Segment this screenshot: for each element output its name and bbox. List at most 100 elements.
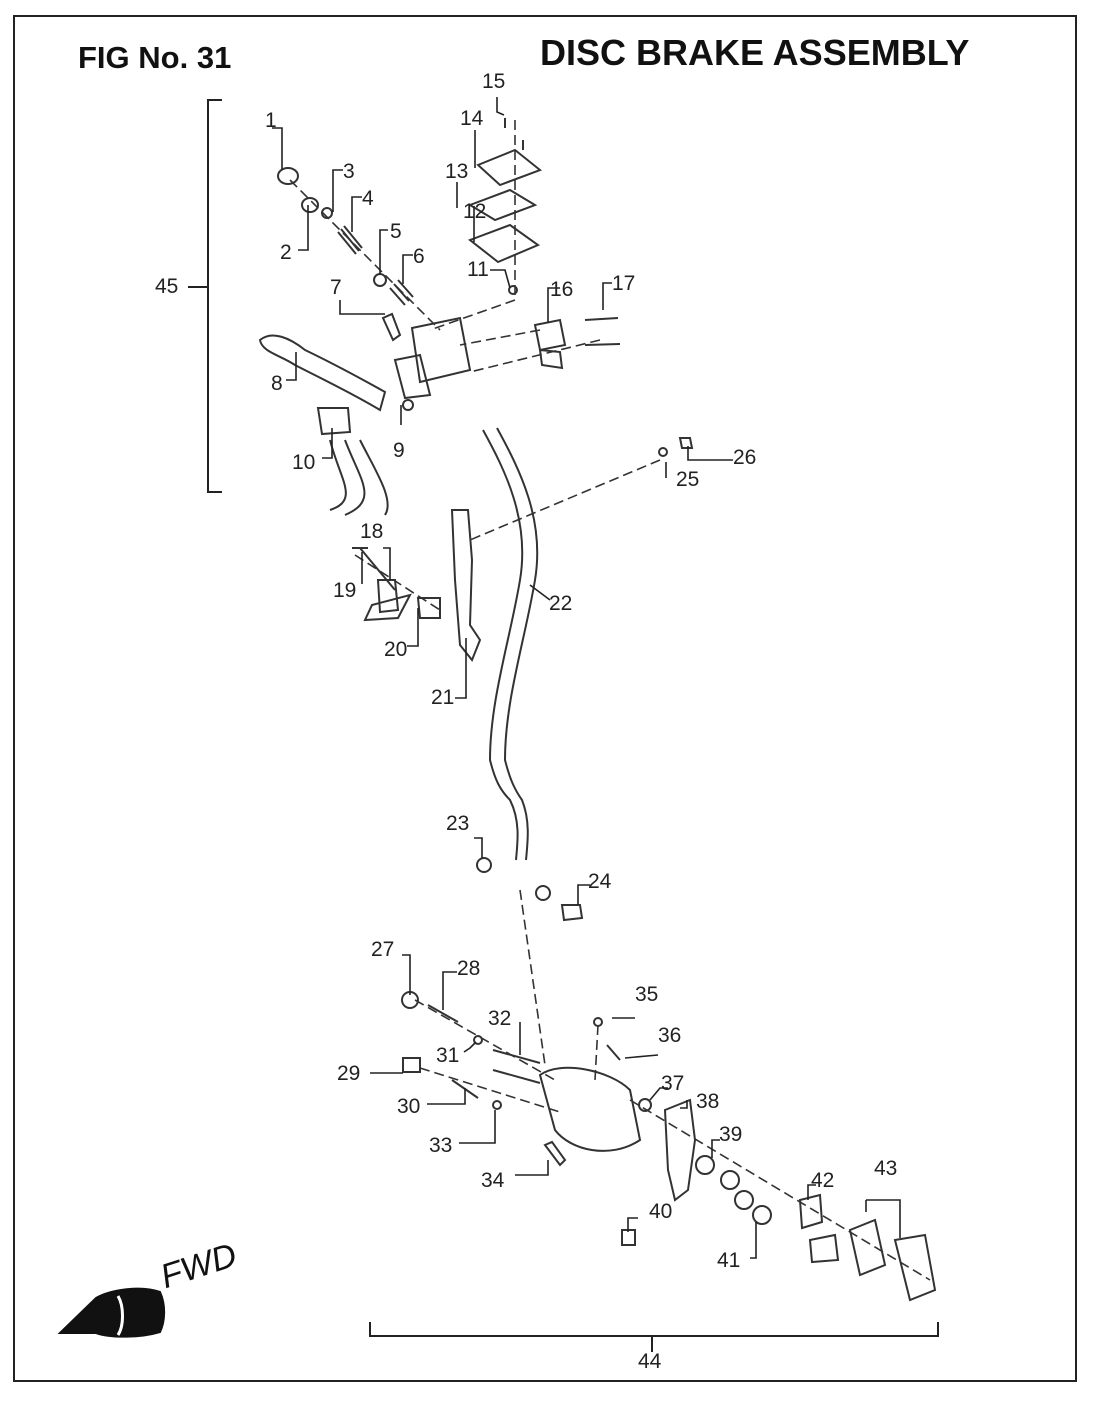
part-22-hose-right bbox=[496, 427, 539, 861]
callout-11: 11 bbox=[467, 258, 489, 281]
callout-16: 16 bbox=[550, 278, 573, 301]
part-19-bolt bbox=[352, 547, 396, 591]
part-9-shape bbox=[402, 399, 414, 411]
callout-26: 26 bbox=[733, 446, 756, 469]
part-41-seal bbox=[752, 1205, 772, 1225]
part-32-pins bbox=[492, 1049, 541, 1084]
callout-35: 35 bbox=[635, 983, 658, 1006]
assembly-lines bbox=[289, 120, 931, 1281]
part-42-pistons bbox=[798, 1193, 840, 1264]
callout-2: 2 bbox=[280, 241, 292, 264]
callout-15: 15 bbox=[482, 70, 505, 93]
assembly-brackets bbox=[188, 99, 939, 1352]
part-3-shape bbox=[321, 207, 333, 219]
callout-43: 43 bbox=[874, 1157, 897, 1180]
callout-3: 3 bbox=[343, 160, 355, 183]
callout-19: 19 bbox=[333, 579, 356, 602]
callout-34: 34 bbox=[481, 1169, 505, 1192]
callout-30: 30 bbox=[397, 1095, 420, 1118]
part-13-plate bbox=[467, 188, 538, 222]
callout-20: 20 bbox=[384, 638, 407, 661]
part-29-bleeder bbox=[402, 1057, 421, 1073]
callout-28: 28 bbox=[457, 957, 480, 980]
part-6-spring bbox=[389, 279, 414, 306]
callout-33: 33 bbox=[429, 1134, 452, 1157]
part-16-clamp bbox=[533, 318, 567, 370]
callout-5: 5 bbox=[390, 220, 402, 243]
diagram-title: DISC BRAKE ASSEMBLY bbox=[540, 32, 970, 73]
callout-38: 38 bbox=[696, 1090, 719, 1113]
callout-24: 24 bbox=[588, 870, 612, 893]
part-22-hose-left bbox=[482, 429, 524, 861]
callout-37: 37 bbox=[661, 1072, 684, 1095]
part-43-pads bbox=[848, 1218, 937, 1302]
part-10-switch bbox=[316, 407, 352, 436]
part-31-washer bbox=[473, 1035, 483, 1045]
part-38-bracket bbox=[663, 1098, 697, 1202]
callout-12: 12 bbox=[463, 200, 486, 223]
part-34-shape bbox=[543, 1140, 567, 1167]
part-12-diaphragm bbox=[467, 223, 541, 264]
callout-17: 17 bbox=[612, 272, 635, 295]
callout-45: 45 bbox=[155, 275, 178, 298]
callout-6: 6 bbox=[413, 245, 425, 268]
fwd-arrow-icon bbox=[57, 1287, 166, 1338]
callout-39: 39 bbox=[719, 1123, 742, 1146]
part-37-shape bbox=[638, 1098, 652, 1112]
part-28-pin bbox=[427, 1004, 459, 1023]
callout-23: 23 bbox=[446, 812, 469, 835]
part-7-shape bbox=[381, 312, 402, 342]
part-21-bracket bbox=[450, 509, 482, 662]
part-15-screws bbox=[504, 118, 524, 150]
callout-8: 8 bbox=[271, 372, 283, 395]
part-8-lever bbox=[258, 334, 387, 412]
callout-4: 4 bbox=[362, 187, 374, 210]
part-5-shape bbox=[373, 273, 387, 287]
leader-lines bbox=[272, 97, 901, 1259]
bracket-44 bbox=[369, 1322, 939, 1337]
part-36-spring bbox=[606, 1044, 621, 1061]
callout-9: 9 bbox=[393, 439, 405, 462]
callout-22: 22 bbox=[549, 592, 572, 615]
part-1-shape bbox=[277, 167, 299, 185]
callout-18: 18 bbox=[360, 520, 383, 543]
master-cylinder-body bbox=[393, 316, 472, 400]
callout-44: 44 bbox=[638, 1350, 662, 1373]
callout-10: 10 bbox=[292, 451, 315, 474]
part-40-pin bbox=[621, 1229, 636, 1246]
callout-25: 25 bbox=[676, 468, 699, 491]
part-23-washer-b bbox=[535, 885, 551, 901]
bracket-45 bbox=[207, 99, 222, 493]
part-18-shape bbox=[376, 579, 400, 614]
part-25-washer bbox=[658, 447, 668, 457]
callout-36: 36 bbox=[658, 1024, 681, 1047]
callout-32: 32 bbox=[488, 1007, 511, 1030]
part-26-bolt bbox=[678, 437, 694, 449]
callout-21: 21 bbox=[431, 686, 454, 709]
diagram-frame bbox=[13, 15, 1077, 1382]
part-35-shape bbox=[593, 1017, 603, 1027]
part-10-wires bbox=[329, 439, 389, 516]
callout-27: 27 bbox=[371, 938, 394, 961]
callout-1: 1 bbox=[265, 109, 277, 132]
part-17-bolts bbox=[584, 317, 621, 346]
part-39-seal bbox=[695, 1155, 715, 1175]
part-23-washer bbox=[476, 857, 492, 873]
callout-40: 40 bbox=[649, 1200, 672, 1223]
callout-29: 29 bbox=[337, 1062, 360, 1085]
part-4-spring bbox=[337, 225, 363, 255]
part-24-banjo-bolt bbox=[560, 904, 584, 922]
part-11-shape bbox=[508, 285, 518, 295]
callout-7: 7 bbox=[330, 276, 342, 299]
figure-number: FIG No. 31 bbox=[78, 40, 232, 75]
part-20-bracket bbox=[363, 593, 441, 622]
callout-13: 13 bbox=[445, 160, 468, 183]
part-14-cover bbox=[476, 148, 542, 187]
caliper-body bbox=[538, 1066, 642, 1152]
parts-line-art bbox=[258, 118, 937, 1302]
part-33-shape bbox=[492, 1100, 502, 1110]
callout-31: 31 bbox=[436, 1044, 459, 1067]
callout-42: 42 bbox=[811, 1169, 834, 1192]
